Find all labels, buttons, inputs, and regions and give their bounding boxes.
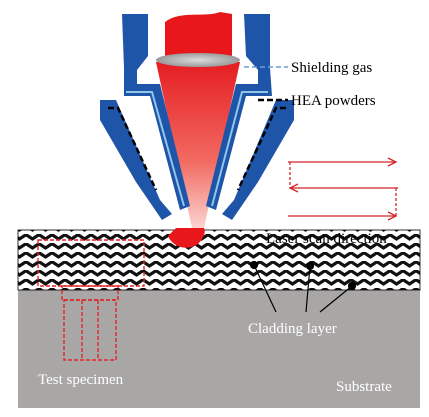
nozzle-left [100,14,190,220]
melt-pool [168,228,205,248]
cladding-layer-pointers [249,260,357,313]
scan-direction-arrows [288,157,398,221]
nozzle-right [206,14,294,220]
label-substrate: Substrate [336,379,392,395]
substrate-block [18,290,420,408]
label-shielding-gas: Shielding gas [291,60,372,76]
cladding-layer-band [17,229,421,291]
label-test-specimen: Test specimen [38,372,124,388]
test-specimen-outline [37,239,145,361]
label-cladding-layer: Cladding layer [248,321,337,337]
focusing-lens [156,53,240,67]
laser-beam [156,62,240,228]
laser-source [165,12,232,60]
label-laser-scan-direction: Laser scan direction [266,231,387,247]
label-hea-powders: HEA powders [291,93,376,109]
